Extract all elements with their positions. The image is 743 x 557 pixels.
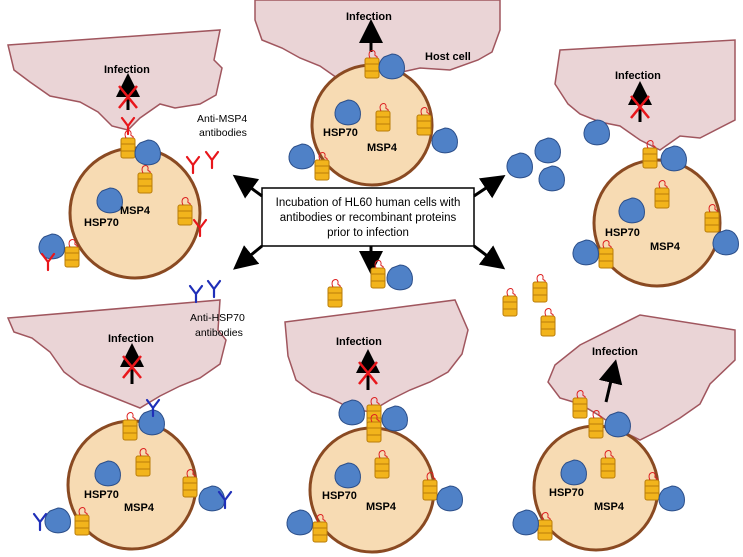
- antibody-icon: [204, 150, 220, 170]
- hsp70-label-5: HSP70: [322, 490, 357, 502]
- msp4-label-1: MSP4: [120, 205, 151, 217]
- msp4-protein-icon: [327, 279, 343, 308]
- host-cell-5: [284, 299, 469, 413]
- hsp70-protein-icon: [583, 119, 610, 146]
- host-cell-6: [547, 314, 736, 441]
- infection-label-4: Infection: [108, 333, 154, 345]
- msp4-label-5: MSP4: [366, 501, 397, 513]
- hsp70-protein-icon: [378, 53, 405, 80]
- antibody-icon: [206, 279, 222, 299]
- hsp70-protein-icon: [334, 99, 361, 126]
- hsp70-protein-icon: [44, 507, 71, 534]
- hsp70-protein-icon: [658, 485, 685, 512]
- hsp70-protein-icon: [436, 485, 463, 512]
- hsp70-protein-icon: [618, 197, 645, 224]
- msp4-protein-icon: [502, 288, 518, 317]
- msp4-protein-icon: [540, 308, 556, 337]
- block-x-icon: [630, 95, 650, 119]
- infection-label-1: Infection: [104, 64, 150, 76]
- host-cell-4: [6, 299, 227, 409]
- cell-2: [310, 63, 434, 187]
- panel-recombinant-msp4: Infection HSP70 MSP4: [284, 260, 469, 554]
- hsp70-protein-icon: [560, 459, 587, 486]
- antibody-icon: [188, 284, 204, 304]
- msp4-protein-icon: [370, 260, 386, 289]
- block-x-icon: [358, 361, 378, 385]
- incubation-box: Incubation of HL60 human cells with anti…: [261, 187, 475, 247]
- hsp70-protein-icon: [506, 152, 533, 179]
- panel-control: Infection Host cell HSP70 MSP4: [254, 0, 501, 187]
- hsp70-protein-icon: [660, 145, 687, 172]
- panel-recombinant-msp4-2: Infection HSP70 MSP4: [502, 274, 736, 552]
- hsp70-protein-icon: [431, 127, 458, 154]
- hsp70-protein-icon: [381, 405, 408, 432]
- msp4-protein-icon: [532, 274, 548, 303]
- infection-label-6: Infection: [592, 346, 638, 358]
- block-x-icon: [118, 85, 138, 109]
- arrows: [232, 174, 506, 275]
- hsp70-protein-icon: [338, 399, 365, 426]
- incubation-line-3: prior to infection: [327, 227, 409, 239]
- antibody-icon: [32, 512, 48, 532]
- msp4-protein-icon: [122, 412, 138, 441]
- hsp70-label-3: HSP70: [605, 227, 640, 239]
- hsp70-protein-icon: [286, 509, 313, 536]
- antibody-icon: [185, 155, 201, 175]
- infection-label-2: Infection: [346, 11, 392, 23]
- hsp70-protein-icon: [134, 139, 161, 166]
- incubation-line-2: antibodies or recombinant proteins: [280, 212, 457, 224]
- hsp70-protein-icon: [198, 485, 225, 512]
- msp4-label-6: MSP4: [594, 501, 625, 513]
- hsp70-protein-icon: [604, 411, 631, 438]
- hsp70-label-4: HSP70: [84, 489, 119, 501]
- hsp70-label-1: HSP70: [84, 217, 119, 229]
- incubation-line-1: Incubation of HL60 human cells with: [276, 197, 461, 209]
- hsp70-protein-icon: [138, 409, 165, 436]
- hsp70-protein-icon: [288, 143, 315, 170]
- anti-hsp70-label-2: antibodies: [195, 327, 243, 339]
- host-cell-1: [7, 29, 223, 131]
- msp4-label-4: MSP4: [124, 502, 155, 514]
- anti-hsp70-label: Anti-HSP70: [190, 312, 245, 324]
- panel-anti-msp4: Infection HSP70 MSP4 Anti-MSP4 antibodie…: [7, 29, 247, 280]
- hsp70-protein-icon: [538, 165, 565, 192]
- hsp70-protein-icon: [94, 460, 121, 487]
- block-x-icon: [122, 355, 142, 379]
- anti-msp4-label: Anti-MSP4: [197, 113, 247, 125]
- hsp70-protein-icon: [572, 239, 599, 266]
- hsp70-label-6: HSP70: [549, 487, 584, 499]
- host-cell-label: Host cell: [425, 51, 471, 63]
- hsp70-protein-icon: [512, 509, 539, 536]
- hsp70-protein-icon: [334, 462, 361, 489]
- infection-label-3: Infection: [615, 70, 661, 82]
- panel-anti-hsp70: Infection HSP70 MSP4 Anti-HSP70 antibodi…: [6, 279, 245, 551]
- hsp70-protein-icon: [386, 264, 413, 291]
- hsp70-protein-icon: [712, 229, 739, 256]
- hsp70-protein-icon: [534, 137, 561, 164]
- msp4-label-3: MSP4: [650, 241, 681, 253]
- hsp70-label-2: HSP70: [323, 127, 358, 139]
- host-cell-3: [554, 39, 736, 151]
- msp4-label-2: MSP4: [367, 142, 398, 154]
- hsp70-protein-icon: [96, 187, 123, 214]
- panel-recombinant-hsp70: Infection HSP70 MSP4: [506, 39, 739, 288]
- infection-label-5: Infection: [336, 336, 382, 348]
- anti-msp4-label-2: antibodies: [199, 127, 247, 139]
